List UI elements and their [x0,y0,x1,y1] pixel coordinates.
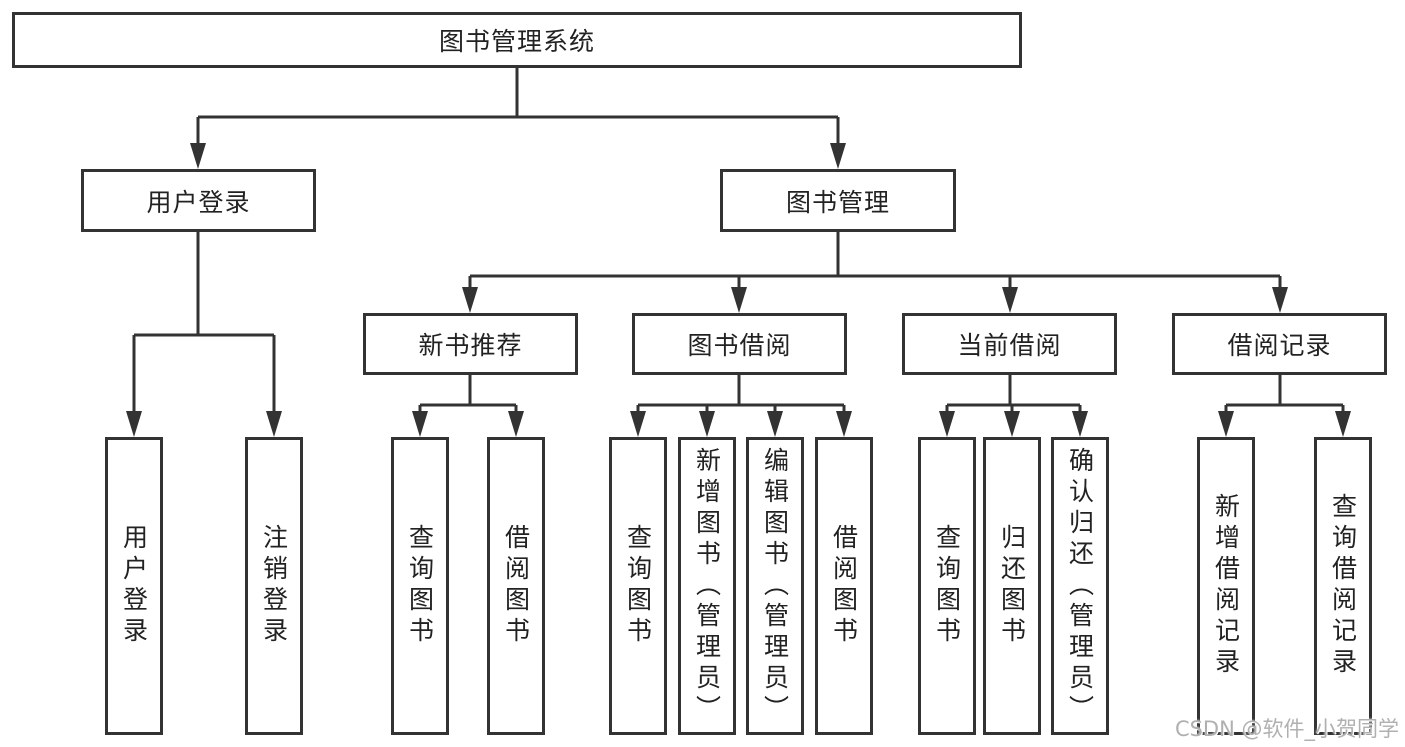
leaf-label: 查询图书 [623,524,653,648]
leaf-query-books-3: 查询图书 [918,437,976,735]
leaf-label: 查询图书 [932,524,962,648]
leaf-edit-books-admin: 编辑图书（管理员） [746,437,804,735]
leaf-label: 查询借阅记录 [1328,493,1358,679]
node-new-book-recommend: 新书推荐 [363,313,578,375]
node-current-borrow: 当前借阅 [902,313,1117,375]
leaf-query-books-1: 查询图书 [391,437,449,735]
leaf-label: 用户登录 [119,524,149,648]
leaf-return-books: 归还图书 [983,437,1041,735]
leaf-logout: 注销登录 [245,437,303,735]
csdn-watermark: CSDN @软件_小贺同学 [1174,717,1399,741]
leaf-add-borrow-record: 新增借阅记录 [1197,437,1255,735]
leaf-confirm-return-admin: 确认归还（管理员） [1051,437,1109,735]
leaf-label: 注销登录 [259,524,289,648]
leaf-label: 查询图书 [405,524,435,648]
leaf-label: 归还图书 [997,524,1027,648]
leaf-query-books-2: 查询图书 [609,437,667,735]
leaf-query-borrow-record: 查询借阅记录 [1314,437,1372,735]
node-user-login-branch: 用户登录 [81,169,316,232]
node-book-borrow: 图书借阅 [632,313,847,375]
node-book-management-branch: 图书管理 [720,169,956,232]
leaf-add-books-admin: 新增图书（管理员） [678,437,736,735]
leaf-label: 确认归还（管理员） [1065,446,1095,726]
leaf-label: 借阅图书 [829,524,859,648]
leaf-borrow-books-1: 借阅图书 [487,437,545,735]
leaf-label: 新增借阅记录 [1211,493,1241,679]
leaf-borrow-books-2: 借阅图书 [815,437,873,735]
leaf-user-login: 用户登录 [105,437,163,735]
leaf-label: 编辑图书（管理员） [760,446,790,726]
leaf-label: 借阅图书 [501,524,531,648]
node-root-system: 图书管理系统 [12,12,1022,68]
node-borrow-records: 借阅记录 [1172,313,1387,375]
leaf-label: 新增图书（管理员） [692,446,722,726]
